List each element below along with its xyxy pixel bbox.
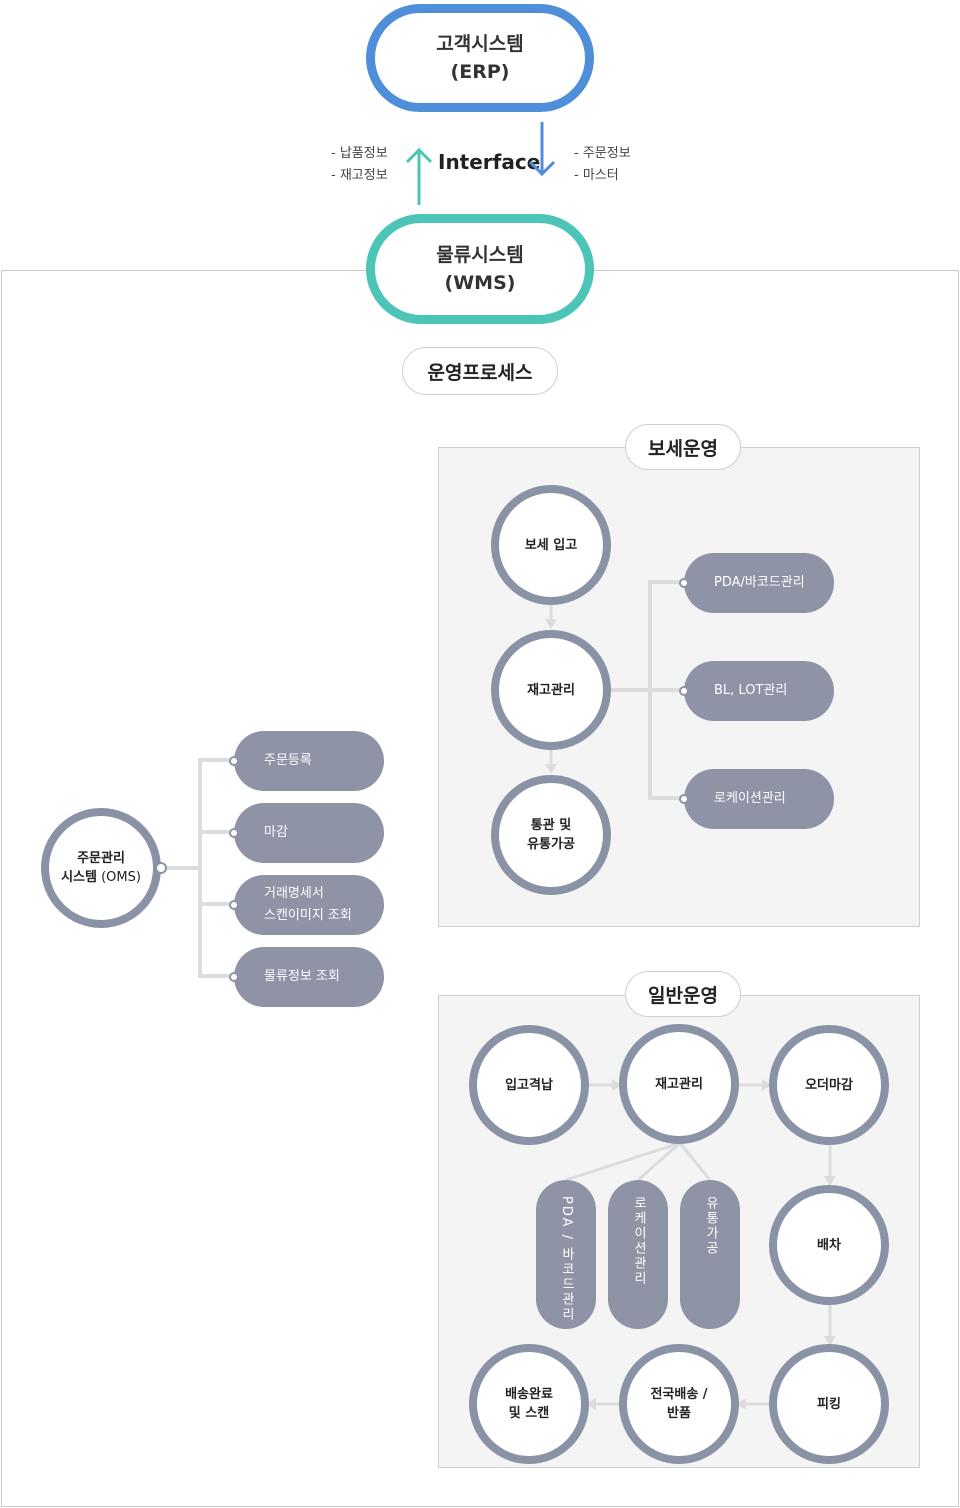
interface-left-item: - 재고정보 [331,168,388,183]
general-delivery-node: 전국배송 / 반품 [619,1344,739,1464]
oms-subtitle-bold: 시스템 [61,870,97,885]
oms-connector-dot [155,862,167,874]
oms-item-closing: 마감 [229,803,384,863]
node-label: 재고관리 [527,682,575,698]
interface-arrows [405,122,556,205]
wms-title: 물류시스템 [436,244,524,266]
oms-item-label: 마감 [264,825,288,840]
bonded-item-label: BL, LOT관리 [714,683,788,698]
oms-item-label: 물류정보 조회 [264,969,340,984]
bonded-tag: 보세운영 [625,424,741,470]
oms-subtitle-light: (OMS) [96,870,141,885]
node-label-line2: 및 스캔 [508,1406,550,1421]
node-label: 피킹 [817,1396,841,1412]
oms-item-invoice-scan: 거래명세서 스캔이미지 조회 [229,875,384,935]
oms-item-order-register: 주문등록 [229,731,384,791]
interface-right-item: - 주문정보 [574,146,631,161]
node-label: 배차 [817,1237,841,1253]
connector-dot [229,972,239,982]
general-tag: 일반운영 [625,971,741,1017]
bonded-inventory-node: 재고관리 [491,630,611,750]
erp-title: 고객시스템 [436,33,524,55]
bonded-customs-node: 통관 및 유통가공 [491,775,611,895]
sub-item-label: PDA / 바코드관리 [559,1196,574,1323]
connector-dot [229,756,239,766]
interface-label: Interface [438,150,541,174]
oms-node: 주문관리 시스템 (OMS) [41,808,161,928]
connector-dot [679,578,689,588]
process-tag: 운영프로세스 [402,347,558,395]
oms-item-label: 거래명세서 [264,886,324,901]
general-dispatch-node: 배차 [769,1185,889,1305]
sub-item-label: 로케이션관리 [631,1196,646,1286]
node-label: 전국배송 / [650,1387,708,1402]
general-sub-pda-barcode: PDA / 바코드관리 [536,1180,596,1329]
oms-title: 주문관리 [77,851,125,866]
oms-subtitle: 시스템 (OMS) [61,868,141,887]
bonded-item-bl-lot: BL, LOT관리 [679,661,834,721]
general-inventory-node: 재고관리 [619,1024,739,1144]
general-sub-processing: 유통가공 [680,1180,740,1329]
node-label-line2: 유통가공 [527,837,575,852]
bonded-inbound-node: 보세 입고 [491,485,611,605]
wms-system-node: 물류시스템 (WMS) [366,214,594,324]
node-label: 통관 및 [530,818,572,833]
interface-right-item: - 마스터 [574,168,619,183]
oms-item-logistics-info: 물류정보 조회 [229,947,384,1007]
arrow-down-icon [528,122,556,177]
bonded-item-label: PDA/바코드관리 [714,575,805,590]
bonded-item-label: 로케이션관리 [714,791,786,806]
connector-dot [679,686,689,696]
bonded-item-pda-barcode: PDA/바코드관리 [679,553,834,613]
connector-dot [229,900,239,910]
general-sub-location: 로케이션관리 [608,1180,668,1329]
interface-left-item: - 납품정보 [331,146,388,161]
general-picking-node: 피킹 [769,1344,889,1464]
wms-subtitle: (WMS) [444,272,516,294]
connector-dot [229,828,239,838]
node-label: 보세 입고 [524,537,578,553]
connector-dot [679,794,689,804]
arrow-up-icon [405,147,433,205]
sub-item-label: 유통가공 [703,1196,718,1256]
interface-right-list: - 주문정보 - 마스터 [574,143,631,187]
oms-item-label: 주문등록 [264,753,312,768]
general-order-close-node: 오더마감 [769,1025,889,1145]
bonded-item-location: 로케이션관리 [679,769,834,829]
erp-system-node: 고객시스템 (ERP) [366,4,594,112]
interface-left-list: - 납품정보 - 재고정보 [331,143,388,187]
node-label: 배송완료 [505,1387,553,1402]
node-label: 재고관리 [655,1076,703,1092]
erp-subtitle: (ERP) [450,61,510,83]
node-label: 오더마감 [805,1077,853,1093]
node-label: 입고격납 [505,1077,553,1093]
node-label-line2: 반품 [667,1406,691,1421]
general-inbound-node: 입고격납 [469,1025,589,1145]
oms-item-label-line2: 스캔이미지 조회 [264,908,352,923]
general-complete-node: 배송완료 및 스캔 [469,1344,589,1464]
